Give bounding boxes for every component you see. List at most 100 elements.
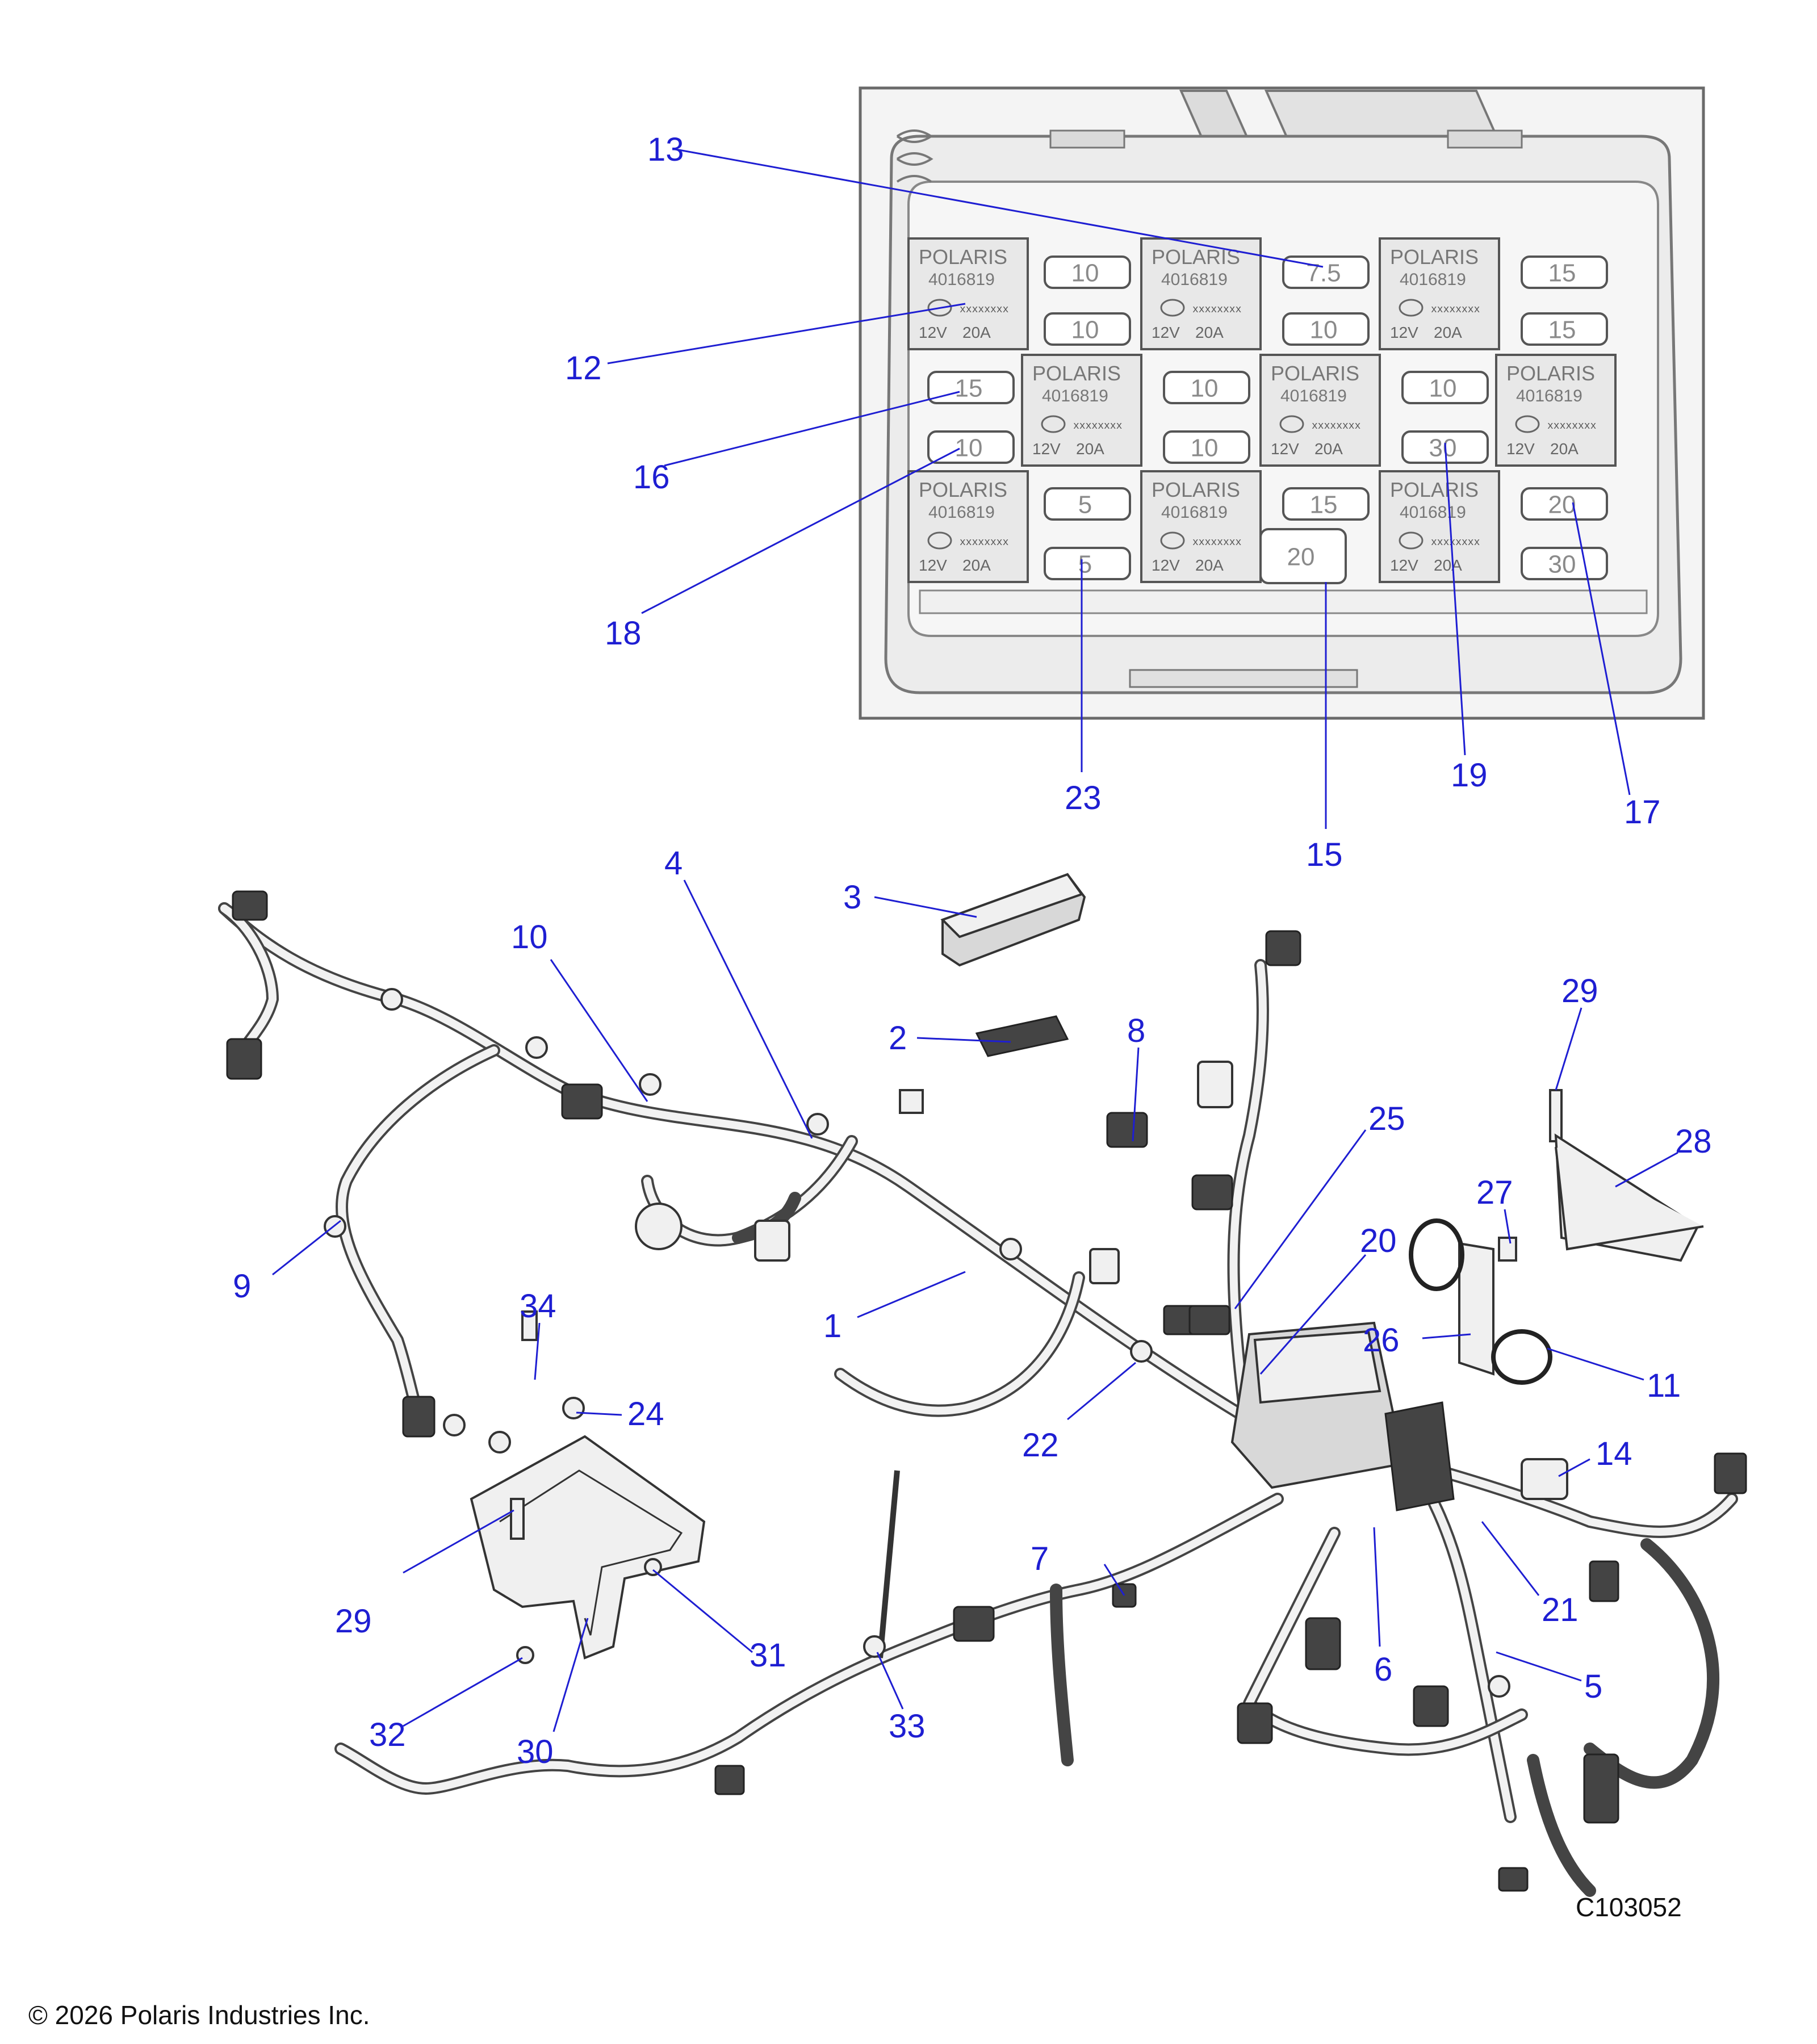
part-screw-a xyxy=(443,1414,466,1436)
connector-bottom-right-a xyxy=(1237,1702,1273,1744)
fuse-rating: 7.5 xyxy=(1306,259,1341,287)
fuse-body xyxy=(1044,547,1131,580)
leader-7 xyxy=(1103,1564,1125,1596)
relay-voltage: 12V xyxy=(1390,324,1418,341)
relay-code-text: xxxxxxxx xyxy=(960,537,1008,548)
fuse-r1c2a: 10 xyxy=(1044,256,1131,289)
fuse-r1c6b: 15 xyxy=(1521,312,1608,346)
callout-labels: 13 12 16 18 23 15 19 17 3 4 10 2 8 25 20… xyxy=(233,131,1712,1770)
leader-12 xyxy=(607,303,966,365)
fuse-r3c6b: 30 xyxy=(1521,547,1608,580)
fuse-rating: 5 xyxy=(1078,551,1092,579)
leader-27 xyxy=(1504,1209,1512,1244)
callout-29-left: 29 xyxy=(335,1603,372,1640)
callout-8: 8 xyxy=(1127,1012,1145,1049)
fuse-r3c4a: 15 xyxy=(1282,487,1370,521)
harness-right-tail xyxy=(1527,1754,1596,1897)
connector-left-pigtail xyxy=(226,1038,262,1080)
fuse-rating: 10 xyxy=(1071,316,1099,344)
relay-logo-icon xyxy=(1160,299,1185,317)
leader-2 xyxy=(916,1037,1011,1043)
leader-21 xyxy=(1481,1521,1540,1596)
callout-24: 24 xyxy=(627,1396,664,1433)
callout-1: 1 xyxy=(823,1308,841,1344)
fuse-body xyxy=(1163,371,1250,404)
leader-4 xyxy=(683,879,813,1139)
relay-brand-text: POLARIS xyxy=(1506,362,1595,385)
callout-18: 18 xyxy=(605,615,642,652)
part-29-screw-left xyxy=(510,1498,525,1540)
relay-code-text: xxxxxxxx xyxy=(1192,537,1241,548)
fuse-r2c1a: 15 xyxy=(927,371,1015,404)
relay-voltage: 12V xyxy=(1271,440,1299,458)
relay-amperage: 20A xyxy=(1314,440,1343,458)
connector-bottom-right-b xyxy=(1583,1753,1619,1824)
part-connector-loose xyxy=(1188,1305,1230,1335)
callout-19: 19 xyxy=(1451,757,1488,794)
callout-30: 30 xyxy=(517,1733,554,1770)
callout-17: 17 xyxy=(1624,794,1661,831)
fuse-body xyxy=(1044,256,1131,289)
relay-code-text: xxxxxxxx xyxy=(960,304,1008,316)
harness-left-branch xyxy=(336,1044,500,1426)
relay-voltage: 12V xyxy=(1152,324,1180,341)
callout-11: 11 xyxy=(1647,1367,1681,1404)
fuse-body xyxy=(1282,312,1370,346)
fuse-r1c4b: 10 xyxy=(1282,312,1370,346)
relay-logo-icon xyxy=(927,531,952,550)
relay-code-text: xxxxxxxx xyxy=(1312,421,1360,432)
relay-brand-text: POLARIS xyxy=(1390,478,1479,501)
callout-34: 34 xyxy=(520,1288,556,1325)
relay-logo-icon xyxy=(927,299,952,317)
relay-logo-icon xyxy=(1041,415,1066,433)
callout-3: 3 xyxy=(843,879,861,916)
fuse-r3c4b: 20 xyxy=(1259,528,1347,584)
relay-body xyxy=(1140,237,1262,350)
fuse-rating: 10 xyxy=(955,434,983,462)
leader-24 xyxy=(576,1411,622,1416)
part-31-screw xyxy=(644,1558,662,1576)
part-3-cover-top xyxy=(940,873,1084,939)
connector-left-bottom xyxy=(402,1396,436,1438)
callout-26: 26 xyxy=(1363,1322,1400,1359)
part-small-clip xyxy=(899,1089,924,1114)
leader-17 xyxy=(1572,502,1631,795)
fuse-r2c3b: 10 xyxy=(1163,430,1250,464)
relay-brand-text: POLARIS xyxy=(919,245,1007,269)
relay-amperage: 20A xyxy=(1550,440,1579,458)
harness-lower-mid-branch-highlight xyxy=(836,1274,1083,1415)
relay-amperage: 20A xyxy=(1195,556,1224,574)
fuse-rating: 15 xyxy=(1548,259,1576,287)
callout-6: 6 xyxy=(1374,1651,1392,1688)
housing-base-rib xyxy=(1129,669,1358,688)
fuse-rating: 15 xyxy=(1548,316,1576,344)
connector-mid-left xyxy=(561,1083,603,1120)
relay-amperage: 20A xyxy=(1195,324,1224,341)
harness-clip-h xyxy=(1488,1675,1510,1698)
relay-voltage: 12V xyxy=(919,556,947,574)
fuse-box-floor xyxy=(919,589,1648,614)
fuse-body xyxy=(1259,528,1347,584)
relay-logo-icon xyxy=(1399,299,1424,317)
connector-far-right xyxy=(1714,1452,1747,1494)
harness-clip-f xyxy=(1130,1340,1153,1363)
fuse-rating: 20 xyxy=(1548,491,1576,519)
part-29-screw-right xyxy=(1549,1089,1563,1142)
fuse-body xyxy=(1521,256,1608,289)
fuse-rating: 10 xyxy=(1191,434,1219,462)
connector-right-tail xyxy=(1498,1867,1529,1892)
fuse-body xyxy=(927,371,1015,404)
fuse-r1c4a: 7.5 xyxy=(1282,256,1370,289)
part-30-bracket xyxy=(470,1435,706,1660)
callout-12: 12 xyxy=(565,350,602,387)
relay-part-number: 4016819 xyxy=(1400,503,1466,522)
fuse-r2c1b: 10 xyxy=(927,430,1015,464)
harness-clip-a xyxy=(380,988,403,1011)
relay-voltage: 12V xyxy=(1506,440,1535,458)
callout-25: 25 xyxy=(1368,1100,1405,1137)
